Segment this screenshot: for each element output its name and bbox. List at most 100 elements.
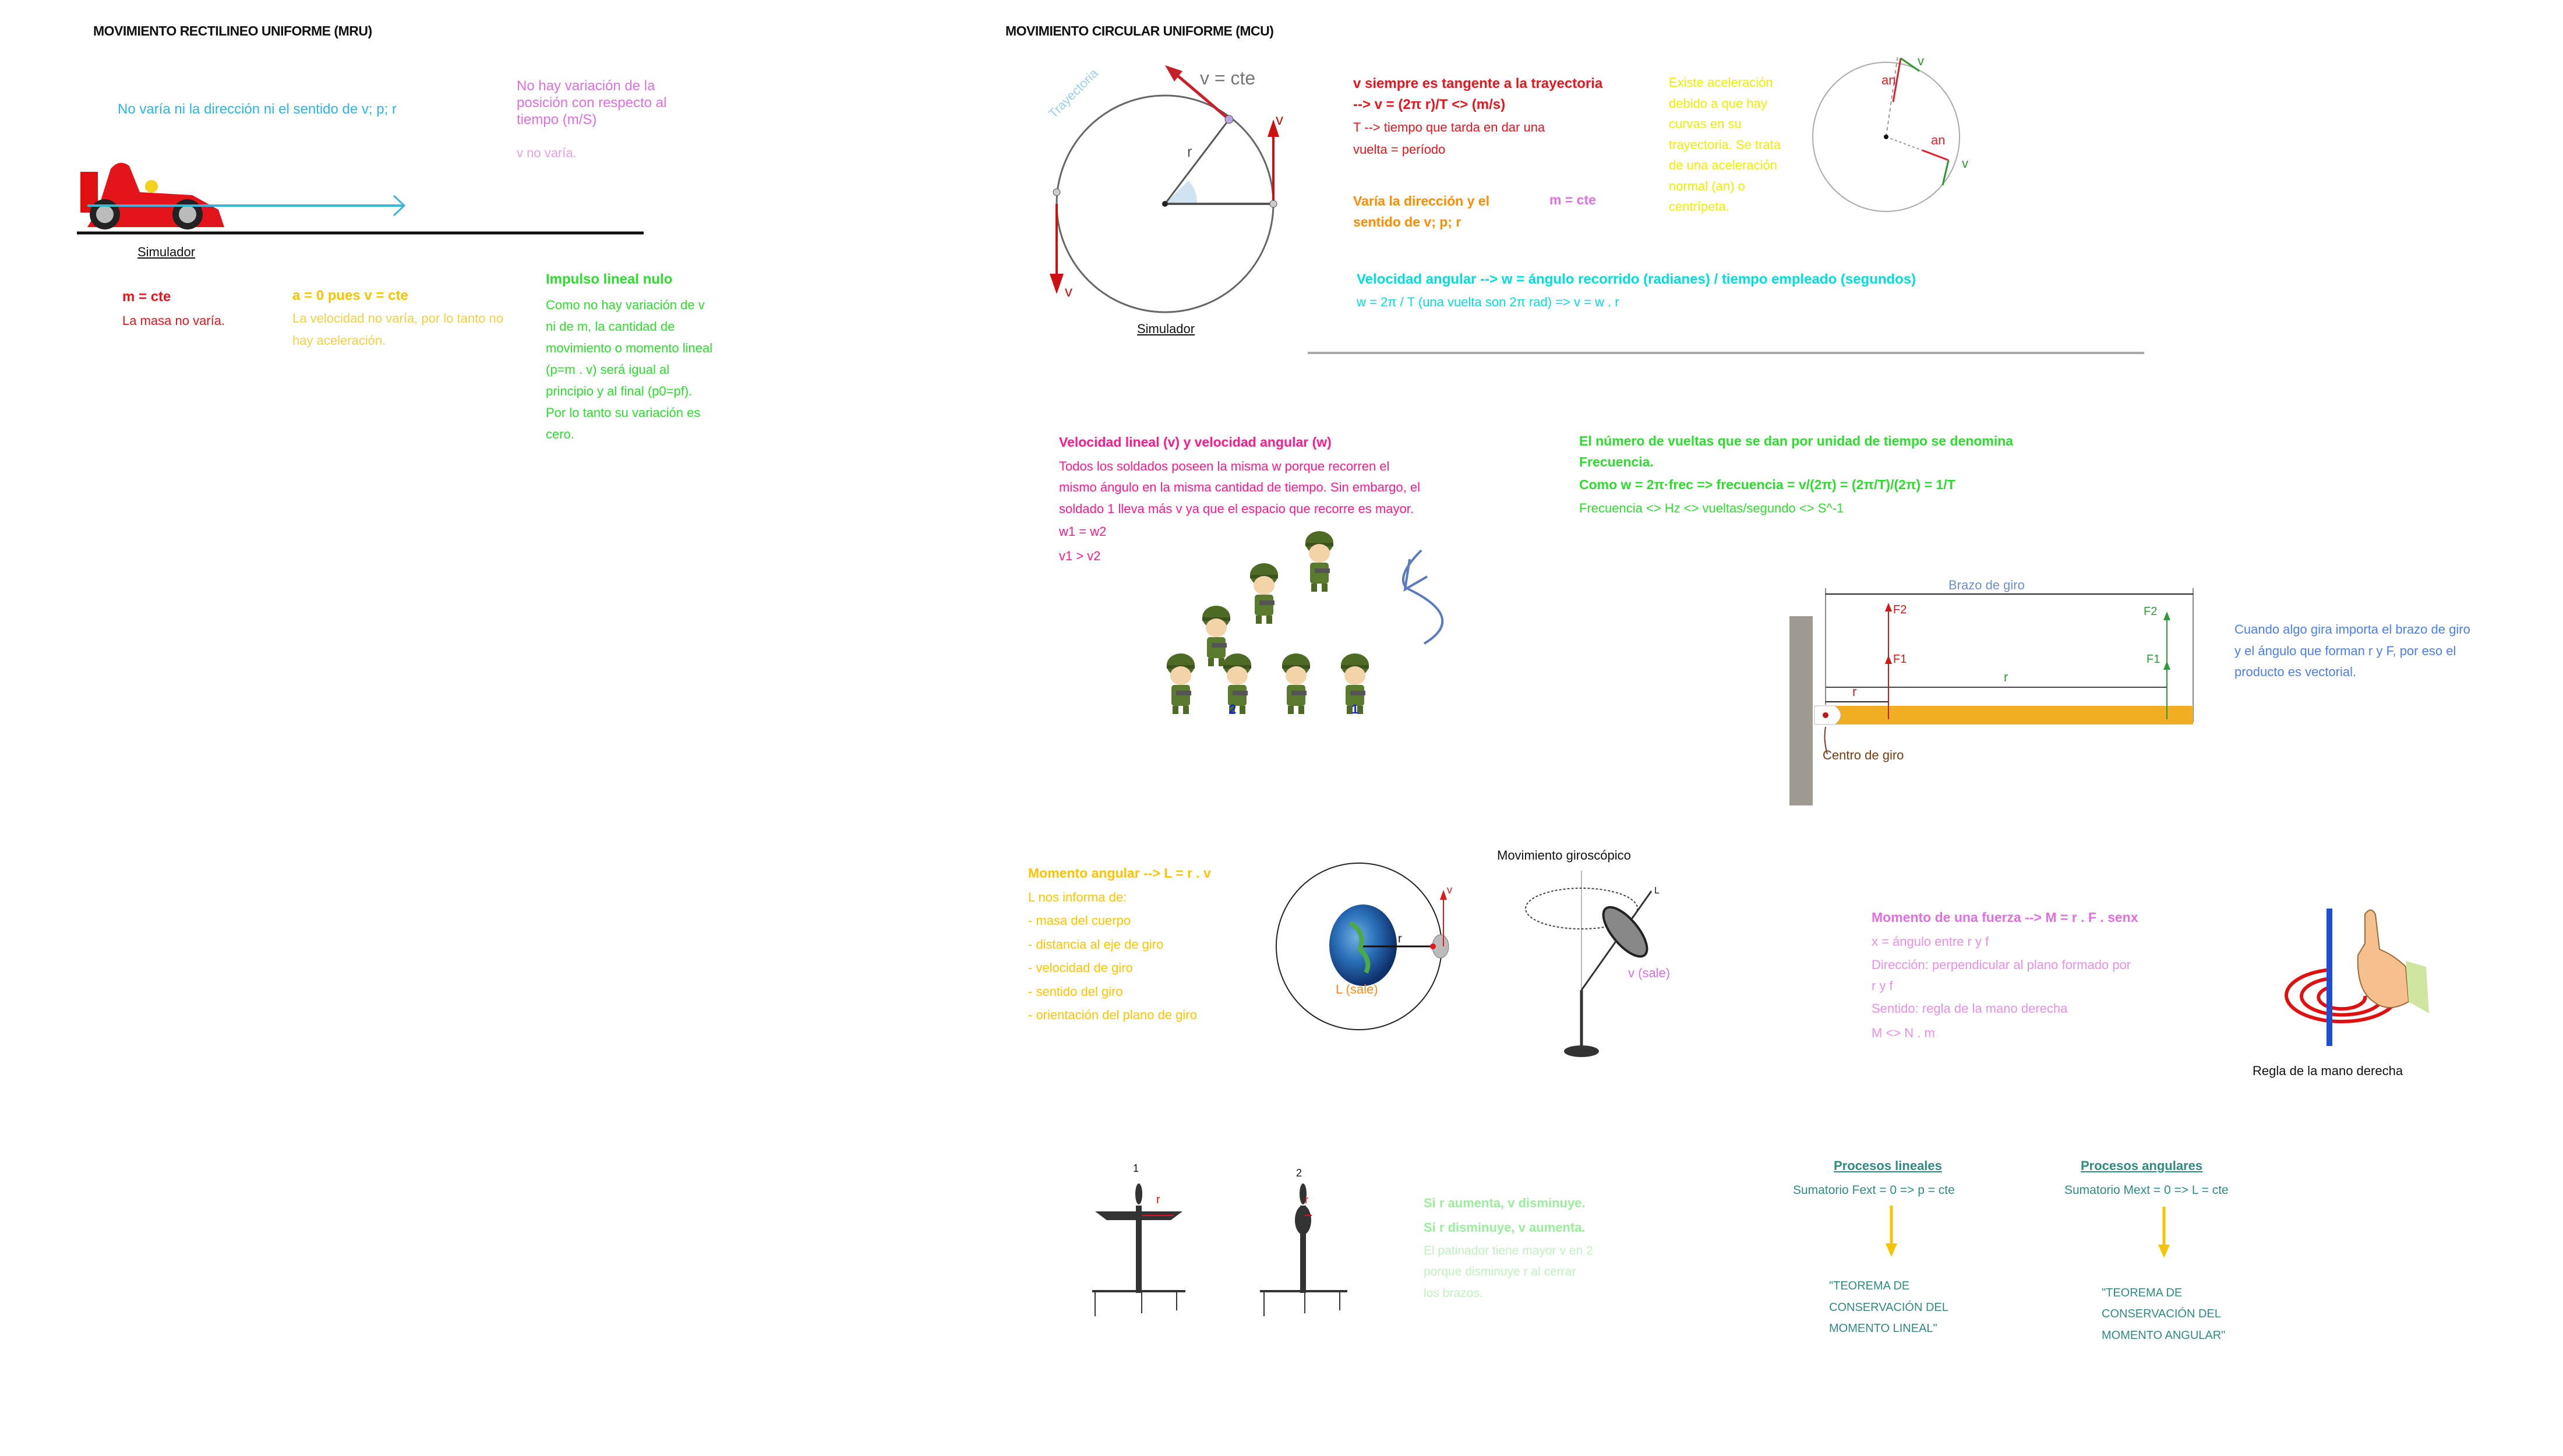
- f2-red-label: F2: [1893, 603, 1907, 616]
- centro-label: Centro de giro: [1823, 748, 1904, 762]
- down-arrow-icon: [2158, 1207, 2170, 1258]
- wall: [1789, 616, 1813, 805]
- momento-fuerza-line: x = ángulo entre r y f: [1872, 934, 1989, 949]
- momento-angular-line: - velocidad de giro: [1028, 960, 1133, 975]
- procesos-angulares-title: Procesos angulares: [2081, 1158, 2203, 1173]
- mcu-simulador-link[interactable]: Simulador: [1137, 321, 1195, 336]
- orbit-v-label: v: [1447, 884, 1452, 896]
- patinador-bold-line: Si r disminuye, v aumenta.: [1424, 1220, 1586, 1235]
- soldier-label-1: 1: [1351, 702, 1359, 716]
- r-green-label: r: [2004, 670, 2008, 684]
- soldiers-diagram: [1167, 531, 1444, 714]
- mru-simulador-link[interactable]: Simulador: [137, 245, 196, 259]
- skater-r-label-1: r: [1156, 1193, 1160, 1206]
- skater-label-1: 1: [1133, 1162, 1139, 1174]
- f1-red-label: F1: [1893, 653, 1907, 666]
- momento-fuerza-line: Dirección: perpendicular al plano formad…: [1872, 957, 2131, 972]
- lever-bar: [1835, 706, 2193, 725]
- aceleracion-line: de una aceleración: [1669, 158, 1777, 172]
- momento-fuerza-title: Momento de una fuerza --> M = r . F . se…: [1872, 910, 2138, 925]
- mcu-vel-angular: Velocidad angular --> w = ángulo recorri…: [1357, 271, 1916, 287]
- patinador-line: los brazos.: [1424, 1287, 1483, 1300]
- mru-velocidad-line: hay aceleración.: [292, 333, 386, 348]
- v-label-right: v: [1962, 156, 1968, 171]
- section-divider: [1308, 352, 2144, 354]
- aceleracion-line: normal (an) o: [1669, 178, 1745, 193]
- mru-a-cero: a = 0 pues v = cte: [292, 288, 408, 303]
- mcu-title: MOVIMIENTO CIRCULAR UNIFORME (MCU): [1005, 23, 1274, 38]
- mcu-varia-line: sentido de v; p; r: [1353, 214, 1461, 229]
- impulso-line: cero.: [546, 427, 574, 441]
- brazo-explicacion-line: y el ángulo que forman r y F, por eso el: [2234, 644, 2456, 658]
- v-label-right: v: [1276, 111, 1283, 128]
- lever-arm-diagram: [1789, 588, 2194, 805]
- v-cte-label: v = cte: [1200, 68, 1256, 89]
- mru-masa-no-varia: La masa no varía.: [122, 313, 225, 328]
- mcu-circle-diagram: [1050, 65, 1279, 313]
- mru-title: MOVIMIENTO RECTILINEO UNIFORME (MRU): [93, 23, 372, 38]
- impulso-line: movimiento o momento lineal: [546, 341, 713, 355]
- impulso-line: ni de m, la cantidad de: [546, 319, 675, 334]
- impulso-line: (p=m . v) será igual al: [546, 362, 670, 377]
- l-sale-label: L (sale): [1336, 982, 1378, 996]
- v-greater: v1 > v2: [1059, 549, 1101, 563]
- right-hand-rule-diagram: [2285, 909, 2429, 1046]
- soldier-label-2: 2: [1229, 702, 1237, 716]
- mcu-m-cte: m = cte: [1549, 192, 1596, 207]
- impulso-line: Por lo tanto su variación es: [546, 405, 701, 420]
- velocidades-title: Velocidad lineal (v) y velocidad angular…: [1059, 434, 1332, 450]
- mru-v-no-varia: v no varía.: [517, 146, 577, 160]
- velocidades-line: soldado 1 lleva más v ya que el espacio …: [1059, 501, 1414, 516]
- earth-orbit-diagram: [1276, 863, 1653, 1057]
- an-label-right: an: [1931, 133, 1946, 147]
- momento-angular-line: - sentido del giro: [1028, 984, 1123, 999]
- procesos-lineales-title: Procesos lineales: [1834, 1158, 1942, 1173]
- mru-impulso-block: Como no hay variación de v ni de m, la c…: [546, 294, 712, 445]
- procesos-angulares-formula: Sumatorio Mext = 0 => L = cte: [2064, 1183, 2229, 1197]
- teorema-angular-line: MOMENTO ANGULAR": [2102, 1329, 2226, 1342]
- skater-arms-open-icon: [1092, 1183, 1185, 1316]
- frecuencia-formula: Como w = 2π·frec => frecuencia = v/(2π) …: [1579, 477, 1955, 492]
- radius-label: r: [1187, 143, 1192, 160]
- mru-impulso-title: Impulso lineal nulo: [546, 271, 673, 287]
- giroscopio-title: Movimiento giroscópico: [1497, 848, 1631, 863]
- mru-posicion-line: posición con respecto al: [517, 94, 667, 111]
- patinador-line: El patinador tiene mayor v en 2: [1424, 1244, 1593, 1257]
- mcu-periodo-line: vuelta = período: [1353, 142, 1446, 157]
- aceleracion-line: centrípeta.: [1669, 199, 1729, 214]
- frecuencia-line1: El número de vueltas que se dan por unid…: [1579, 433, 2014, 448]
- momento-fuerza-line: r y f: [1872, 978, 1893, 993]
- conductor-bar: [2327, 909, 2332, 1046]
- teorema-lineal-line: CONSERVACIÓN DEL: [1829, 1301, 1948, 1314]
- mcu-periodo-line: T --> tiempo que tarda en dar una: [1353, 120, 1545, 135]
- gyroscope-icon: [1525, 871, 1653, 1057]
- f1-green-label: F1: [2147, 653, 2160, 666]
- teorema-lineal-line: "TEOREMA DE: [1829, 1280, 1910, 1292]
- procesos-lineales-formula: Sumatorio Fext = 0 => p = cte: [1793, 1183, 1955, 1197]
- impulso-line: Como no hay variación de v: [546, 298, 705, 312]
- r-red-label: r: [1852, 684, 1857, 699]
- race-car-diagram: [77, 162, 644, 235]
- aceleracion-line: debido a que hay: [1669, 96, 1767, 111]
- skater-r-label-2: r: [1305, 1194, 1308, 1206]
- momento-angular-line: - orientación del plano de giro: [1028, 1008, 1197, 1022]
- mru-velocidad-line: La velocidad no varía, por lo tanto no: [292, 311, 504, 326]
- procesos-arrows: [1886, 1206, 2170, 1258]
- teorema-angular-line: "TEOREMA DE: [2102, 1287, 2183, 1299]
- mcu-tangente: v siempre es tangente a la trayectoria: [1353, 76, 1603, 91]
- mru-posicion-line: tiempo (m/S): [517, 111, 597, 128]
- brazo-explicacion-line: producto es vectorial.: [2234, 665, 2357, 679]
- mru-posicion-block: No hay variación de la posición con resp…: [517, 78, 666, 128]
- mcu-aceleracion-block: Existe aceleración debido a que hay curv…: [1669, 72, 1781, 217]
- momento-angular-line: - masa del cuerpo: [1028, 913, 1131, 928]
- giroscopio-l-label: L: [1654, 886, 1660, 896]
- mru-m-cte: m = cte: [122, 289, 171, 305]
- mcu-formula-v: --> v = (2π r)/T <> (m/s): [1353, 97, 1506, 112]
- aceleracion-line: Existe aceleración: [1669, 75, 1773, 90]
- patinador-bold-line: Si r aumenta, v disminuye.: [1424, 1196, 1586, 1210]
- thumbs-up-hand-icon: [2357, 909, 2410, 1008]
- momento-angular-line: - distancia al eje de giro: [1028, 937, 1164, 952]
- brazo-explicacion-line: Cuando algo gira importa el brazo de gir…: [2234, 622, 2470, 637]
- w-equal: w1 = w2: [1059, 524, 1107, 539]
- patinador-line: porque disminuye r al cerrar: [1424, 1265, 1576, 1278]
